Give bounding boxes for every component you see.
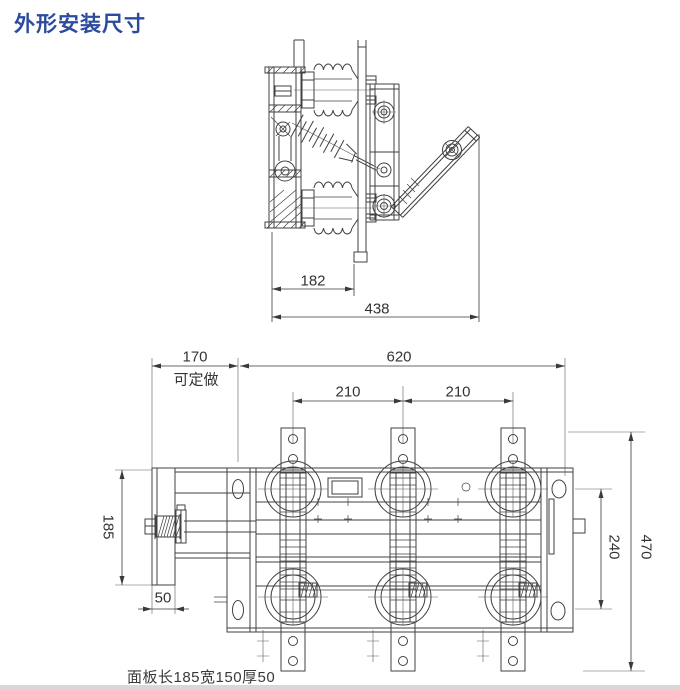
dim-label-438: 438	[364, 300, 390, 318]
dim-label-185: 185	[99, 514, 117, 540]
dim-label-470: 470	[637, 534, 655, 560]
side-view-drawing	[264, 39, 481, 322]
dim-note-customizable: 可定做	[173, 371, 219, 389]
dim-label-50: 50	[154, 589, 172, 607]
panel-size-caption: 面板长185宽150厚50	[127, 669, 276, 686]
dim-label-170: 170	[182, 348, 208, 366]
footer-divider-bar	[0, 685, 680, 690]
dim-label-182: 182	[300, 272, 326, 290]
dim-label-210-left: 210	[335, 383, 361, 401]
dim-label-620: 620	[386, 348, 412, 366]
page-title: 外形安装尺寸	[14, 13, 146, 36]
dim-label-210-right: 210	[445, 383, 471, 401]
dim-label-240: 240	[605, 534, 623, 560]
front-view-drawing	[115, 358, 645, 672]
